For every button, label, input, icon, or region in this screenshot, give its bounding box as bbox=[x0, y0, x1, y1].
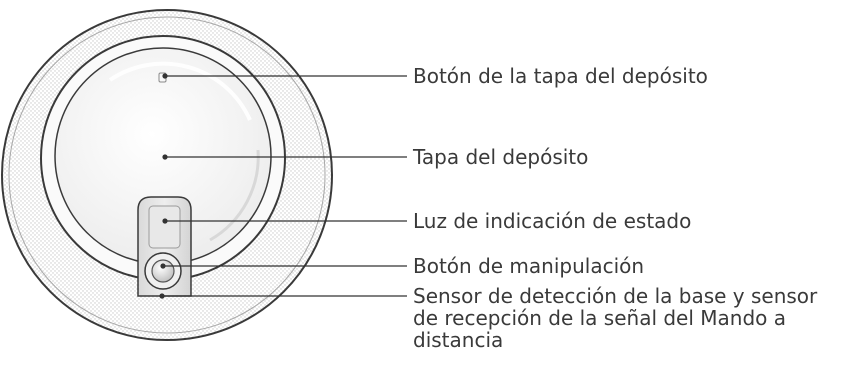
label-dust-bin-lid: Tapa del depósito bbox=[413, 145, 589, 169]
lid-highlight bbox=[108, 61, 252, 121]
label-base-and-remote-sensor: Sensor de detección de la base y sensor … bbox=[413, 284, 818, 352]
operation-knob bbox=[151, 259, 175, 283]
label-operation-button: Botón de manipulación bbox=[413, 254, 645, 278]
leader-dot-5 bbox=[159, 293, 165, 299]
label-status-light: Luz de indicación de estado bbox=[413, 209, 692, 233]
leader-dot-4 bbox=[160, 263, 166, 269]
status-light-window bbox=[148, 205, 181, 249]
label-lid-button: Botón de la tapa del depósito bbox=[413, 64, 708, 88]
leader-dot-2 bbox=[162, 154, 168, 160]
leader-dot-3 bbox=[162, 218, 168, 224]
leader-dot-1 bbox=[162, 73, 168, 79]
lid-edge-shadow bbox=[209, 149, 260, 242]
robot-body-inner-rim bbox=[8, 16, 326, 334]
